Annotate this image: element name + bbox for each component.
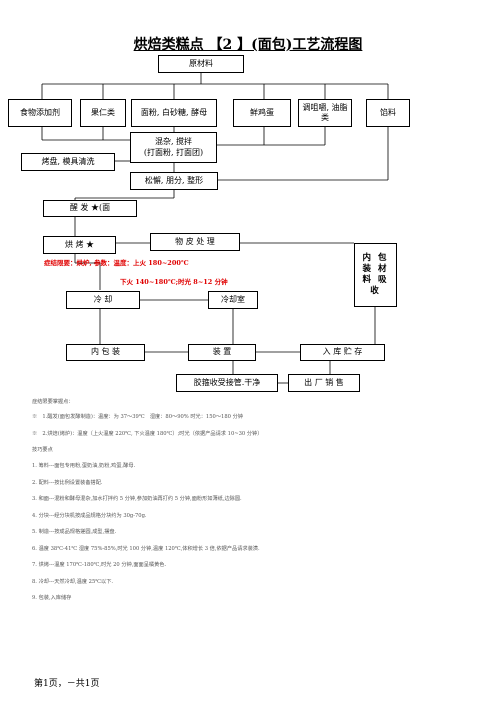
page-footer: 第1页，－共1页 xyxy=(34,679,100,689)
note-step-8: 8. 冷却---天然冷却,温度 25℃以下. xyxy=(32,579,114,585)
inner-packing-box: 内 包 装 xyxy=(66,344,145,361)
crate-recycling-box: 胶箍收受接管.干净 xyxy=(176,374,278,392)
flour-sugar-yeast-box: 面粉, 白砂糖, 酵母 xyxy=(131,99,217,127)
cooling-label: 冷 却 xyxy=(93,294,113,304)
note-step-7: 7. 烘烤---温度 170℃-180℃,时光 20 分钟,面面呈橘黄色. xyxy=(32,562,167,568)
notes-tech-heading: 技巧要点 xyxy=(32,447,53,453)
storage-box: 入 库 贮 存 xyxy=(300,344,385,361)
material-treatment-label: 物 皮 处 理 xyxy=(175,236,215,246)
raw-material-label: 原材料 xyxy=(189,58,213,68)
packing-label: 装 置 xyxy=(212,347,232,357)
notes-heading: 症结限要掌握点： xyxy=(32,399,74,405)
page-title: 烘焙类糕点 【2 】(面包)工艺流程图 xyxy=(133,37,363,53)
baking-box: 烘 烤 ★ xyxy=(43,236,116,254)
food-additive-label: 食物添加剂 xyxy=(20,107,60,117)
flour-sugar-yeast-label: 面粉, 白砂糖, 酵母 xyxy=(140,107,208,117)
tray-mold-cleaning-label: 烤盘, 模具清洗 xyxy=(41,156,95,166)
nuts-box: 果仁类 xyxy=(80,99,126,127)
nuts-label: 果仁类 xyxy=(91,107,115,117)
note-step-4: 4. 分块---经分块机按成品规格分块约为 30g-70g. xyxy=(32,513,147,519)
crate-recycling-label: 胶箍收受接管.干净 xyxy=(193,377,261,387)
shipping-box: 出 厂 销 售 xyxy=(288,374,360,392)
note-step-1: 1. 筹料---面包专用粉,蛋奶油,奶粉,鸡蛋,酵母. xyxy=(32,463,136,469)
note-proofing: ※ 1.醒发(面包发酵制造)：温度：为 37～39℃ 湿度：80～90% 时光：… xyxy=(32,414,243,420)
fresh-egg-box: 鲜鸡蛋 xyxy=(233,99,291,127)
note-step-3: 3. 和面---混粉和酵母混杂,加水打拌约 5 分钟,参加奶油再打约 5 分钟,… xyxy=(32,496,242,502)
inner-packaging-material-label: 内 包 装 材 料 吸 收 xyxy=(362,252,389,297)
shaping-label: 松懈, 朋分, 整形 xyxy=(144,175,204,185)
note-baking: ※ 2.烘焙(烤炉)：温度（上火温度 220℃, 下火温度 180℃）;时光（依… xyxy=(32,431,263,437)
proofing-box: 醒 发 ★(面 xyxy=(43,200,137,217)
cooling-box: 冷 却 xyxy=(66,291,140,309)
raw-material-box: 原材料 xyxy=(158,55,244,73)
baking-label: 烘 烤 ★ xyxy=(64,239,95,249)
storage-label: 入 库 贮 存 xyxy=(322,347,363,357)
inner-packing-label: 内 包 装 xyxy=(90,347,121,357)
material-treatment-box: 物 皮 处 理 xyxy=(150,233,240,251)
shipping-label: 出 厂 销 售 xyxy=(304,377,344,387)
note-step-5: 5. 制造---按成品规格搓圆,成型,摆盘. xyxy=(32,529,117,535)
food-additive-box: 食物添加剂 xyxy=(8,99,72,127)
inner-packaging-material-box: 内 包 装 材 料 吸 收 xyxy=(354,243,397,307)
fresh-egg-label: 鲜鸡蛋 xyxy=(250,107,274,117)
note-step-2: 2. 配料---按比例设置装备搭配. xyxy=(32,480,103,486)
note-step-6: 6. 温度 38℃-41℃ 湿度 75%-85%,时光 100 分钟,温度 12… xyxy=(32,546,260,552)
key-control-point-note: 症结限要：烘炉, 参数：温度：上火 180~200℃ xyxy=(44,259,189,267)
mixing-sublabel: (打面粉, 打面团) xyxy=(143,147,204,157)
shaping-box: 松懈, 朋分, 整形 xyxy=(130,172,218,190)
proofing-label: 醒 发 ★(面 xyxy=(69,203,111,213)
baking-time-note: 下火 140~180℃;时光 8~12 分钟 xyxy=(120,278,228,286)
tray-mold-cleaning-box: 烤盘, 模具清洗 xyxy=(21,153,115,171)
filling-box: 馅料 xyxy=(366,99,410,127)
oil-fat-box: 调咀嚼, 油脂类 xyxy=(298,99,352,127)
mixing-box: 混杂, 搅拌 (打面粉, 打面团) xyxy=(130,132,217,163)
note-step-9: 9. 包装,入库储存 xyxy=(32,595,72,601)
mixing-label: 混杂, 搅拌 xyxy=(154,137,193,147)
cooling-room-box: 冷却室 xyxy=(208,291,258,309)
oil-fat-label: 调咀嚼, 油脂类 xyxy=(302,102,348,122)
packing-box: 装 置 xyxy=(188,344,256,361)
filling-label: 馅料 xyxy=(380,107,396,117)
cooling-room-label: 冷却室 xyxy=(221,294,245,304)
